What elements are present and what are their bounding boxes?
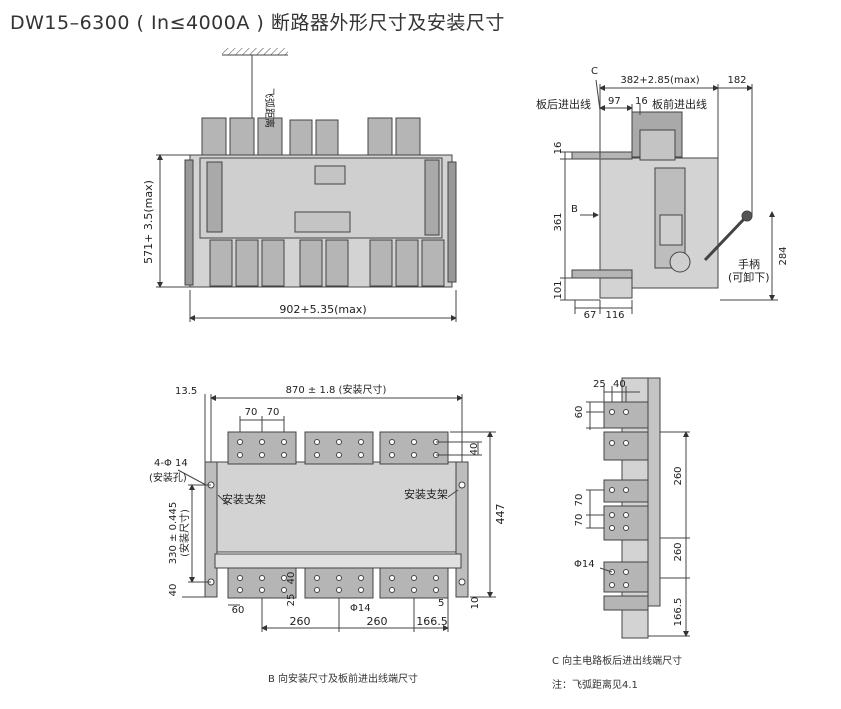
c-dim-40: 40 xyxy=(613,379,626,390)
b-hole-note: (安装孔) xyxy=(149,471,187,484)
b-phi14: Φ14 xyxy=(350,603,371,614)
side-depth-dim: 382+2.85(max) xyxy=(620,75,699,86)
front-height-dim: 571+ 3.5(max) xyxy=(142,180,155,264)
handle-label: 手柄 xyxy=(738,257,760,271)
side-dim-16-top: 16 xyxy=(635,96,648,107)
c-dim-70a: 70 xyxy=(574,494,585,507)
c-dim-60: 60 xyxy=(574,406,585,419)
rear-terminal-label: 板后进出线 xyxy=(536,97,591,111)
b-dim-260a: 260 xyxy=(290,615,311,628)
handle-note: (可卸下) xyxy=(728,270,770,284)
c-dim-166-5: 166.5 xyxy=(673,598,684,627)
side-dim-97: 97 xyxy=(608,96,621,107)
c-dim-260a: 260 xyxy=(673,466,684,485)
c-view xyxy=(586,377,690,639)
b-view-caption: B 向安装尺寸及板前进出线端尺寸 xyxy=(268,672,418,685)
front-view xyxy=(156,48,457,322)
front-terminal-label: 板前进出线 xyxy=(652,97,707,111)
front-width-dim: 902+5.35(max) xyxy=(279,303,366,316)
b-hole-label: 4-Φ 14 xyxy=(154,458,188,469)
b-dim-70b: 70 xyxy=(267,407,280,418)
side-c-marker: C xyxy=(591,66,598,77)
ceiling-hatch xyxy=(222,48,288,55)
b-dim-166-5: 166.5 xyxy=(416,615,448,628)
side-handle-proj-dim: 182 xyxy=(727,75,746,86)
c-dim-70b: 70 xyxy=(574,514,585,527)
c-dim-25: 25 xyxy=(593,379,606,390)
b-view xyxy=(177,394,496,632)
b-dim-25: 25 xyxy=(286,594,297,607)
page-title: DW15–6300 ( In≤4000A ) 断路器外形尺寸及安装尺寸 xyxy=(10,12,505,34)
b-dim-40-left: 40 xyxy=(168,584,179,597)
b-dim-5: 5 xyxy=(438,598,444,609)
side-dim-16-left: 16 xyxy=(553,142,564,155)
b-mount-height-note: (安装尺寸) xyxy=(178,509,191,557)
side-dim-67: 67 xyxy=(584,310,597,321)
b-dim-60: 60 xyxy=(232,605,245,616)
b-bracket-right: 安装支架 xyxy=(404,487,448,501)
side-dim-284: 284 xyxy=(778,246,789,265)
side-b-marker: B xyxy=(571,204,578,215)
b-dim-13-5: 13.5 xyxy=(175,386,197,397)
c-phi14: Φ14 xyxy=(574,559,595,570)
arc-distance-label: 飞弧距离 xyxy=(263,88,276,128)
side-dim-116: 116 xyxy=(605,310,624,321)
b-dim-40-right: 40 xyxy=(469,443,480,456)
b-mount-width-dim: 870 ± 1.8 (安装尺寸) xyxy=(286,383,387,396)
c-view-note: 注：飞弧距离见4.1 xyxy=(552,678,638,691)
c-dim-260b: 260 xyxy=(673,542,684,561)
b-dim-10: 10 xyxy=(470,597,481,610)
b-dim-40-bottom: 40 xyxy=(286,572,297,585)
b-dim-260b: 260 xyxy=(367,615,388,628)
c-view-caption: C 向主电路板后进出线端尺寸 xyxy=(552,654,682,667)
side-dim-361: 361 xyxy=(553,212,564,231)
b-dim-447: 447 xyxy=(494,504,507,525)
side-dim-101: 101 xyxy=(553,280,564,299)
side-view xyxy=(560,79,778,314)
b-dim-70a: 70 xyxy=(245,407,258,418)
b-mount-height-dim: 330 ± 0.445 xyxy=(168,502,179,564)
b-bracket-left: 安装支架 xyxy=(222,492,266,506)
b-body xyxy=(204,461,468,553)
